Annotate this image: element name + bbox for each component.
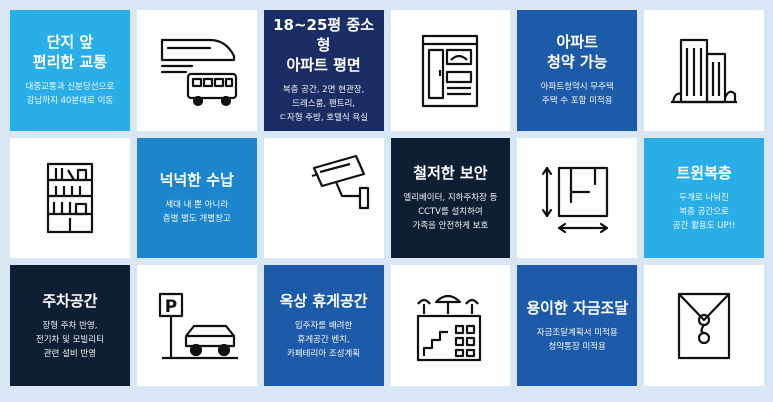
tile-size-desc: 복층 공간, 2면 현관장, 드레스룸, 팬트리, ㄷ자형 주방, 호텔식 욕실	[279, 85, 369, 124]
tile-storage-title: 넉넉한 수납	[159, 170, 234, 189]
tile-rooftop-desc: 입주자를 배려한 휴게공간 벤치, 카페테리아 조성계획	[287, 320, 361, 359]
parking-car-icon: P	[136, 265, 257, 386]
tile-storage-desc: 세대 내 뿐 아니라 층별 별도 개별창고	[162, 199, 231, 224]
kitchen-icon	[390, 10, 511, 131]
tile-size-title: 18~25평 중소형 아파트 평면	[273, 16, 375, 75]
tile-security-desc: 엘리베이터, 지하주차장 등 CCTV를 설치하여 가족을 안전하게 보호	[403, 192, 498, 231]
bookshelf-icon	[10, 137, 130, 259]
tile-transport-desc: 대중교통과 신분당선으로 강남까지 40분대로 이동	[25, 82, 115, 107]
parking-sign-letter: P	[165, 297, 177, 317]
tile-finance-title: 용이한 자금조달	[526, 298, 629, 317]
tile-transport: 단지 앞 편리한 교통 대중교통과 신분당선으로 강남까지 40분대로 이동	[10, 10, 130, 131]
tile-rooftop: 옥상 휴게공간 입주자를 배려한 휴게공간 벤치, 카페테리아 조성계획	[263, 265, 384, 386]
tile-finance: 용이한 자금조달 자금조달계획서 미적용 청약통장 미적용	[517, 265, 638, 386]
envelope-icon	[644, 265, 764, 386]
tile-parking-title: 주차공간	[42, 291, 98, 310]
tile-security-title: 철저한 보안	[413, 163, 488, 182]
tile-subscription-desc: 아파트청약시 무주택 주택 수 포함 미적용	[540, 82, 614, 107]
tile-parking-desc: 장형 주차 반영, 전기차 및 모빌리티 관련 설비 반영	[35, 320, 104, 359]
tile-security: 철저한 보안 엘리베이터, 지하주차장 등 CCTV를 설치하여 가족을 안전하…	[390, 137, 511, 259]
floorplan-icon	[517, 137, 638, 259]
feature-grid: 단지 앞 편리한 교통 대중교통과 신분당선으로 강남까지 40분대로 이동 1…	[10, 10, 764, 386]
tile-duplex-title: 트윈복층	[676, 163, 732, 182]
tile-subscription-title: 아파트 청약 가능	[547, 33, 608, 72]
tile-transport-title: 단지 앞 편리한 교통	[32, 33, 108, 72]
tile-duplex: 트윈복층 두개로 나눠진 복층 공간으로 공간 활용도 UP!!	[644, 137, 764, 259]
tile-subscription: 아파트 청약 가능 아파트청약시 무주택 주택 수 포함 미적용	[517, 10, 638, 131]
train-bus-icon	[136, 10, 257, 131]
tile-duplex-desc: 두개로 나눠진 복층 공간으로 공간 활용도 UP!!	[672, 192, 736, 231]
tile-finance-desc: 자금조달계획서 미적용 청약통장 미적용	[536, 327, 618, 352]
building-icon	[644, 10, 764, 131]
cctv-icon	[263, 137, 384, 259]
tile-rooftop-title: 옥상 휴게공간	[279, 291, 368, 310]
tile-parking: 주차공간 장형 주차 반영, 전기차 및 모빌리티 관련 설비 반영	[10, 265, 130, 386]
tile-size: 18~25평 중소형 아파트 평면 복층 공간, 2면 현관장, 드레스룸, 팬…	[263, 10, 384, 131]
tile-storage: 넉넉한 수납 세대 내 뿐 아니라 층별 별도 개별창고	[136, 137, 257, 259]
rooftop-icon	[390, 265, 511, 386]
